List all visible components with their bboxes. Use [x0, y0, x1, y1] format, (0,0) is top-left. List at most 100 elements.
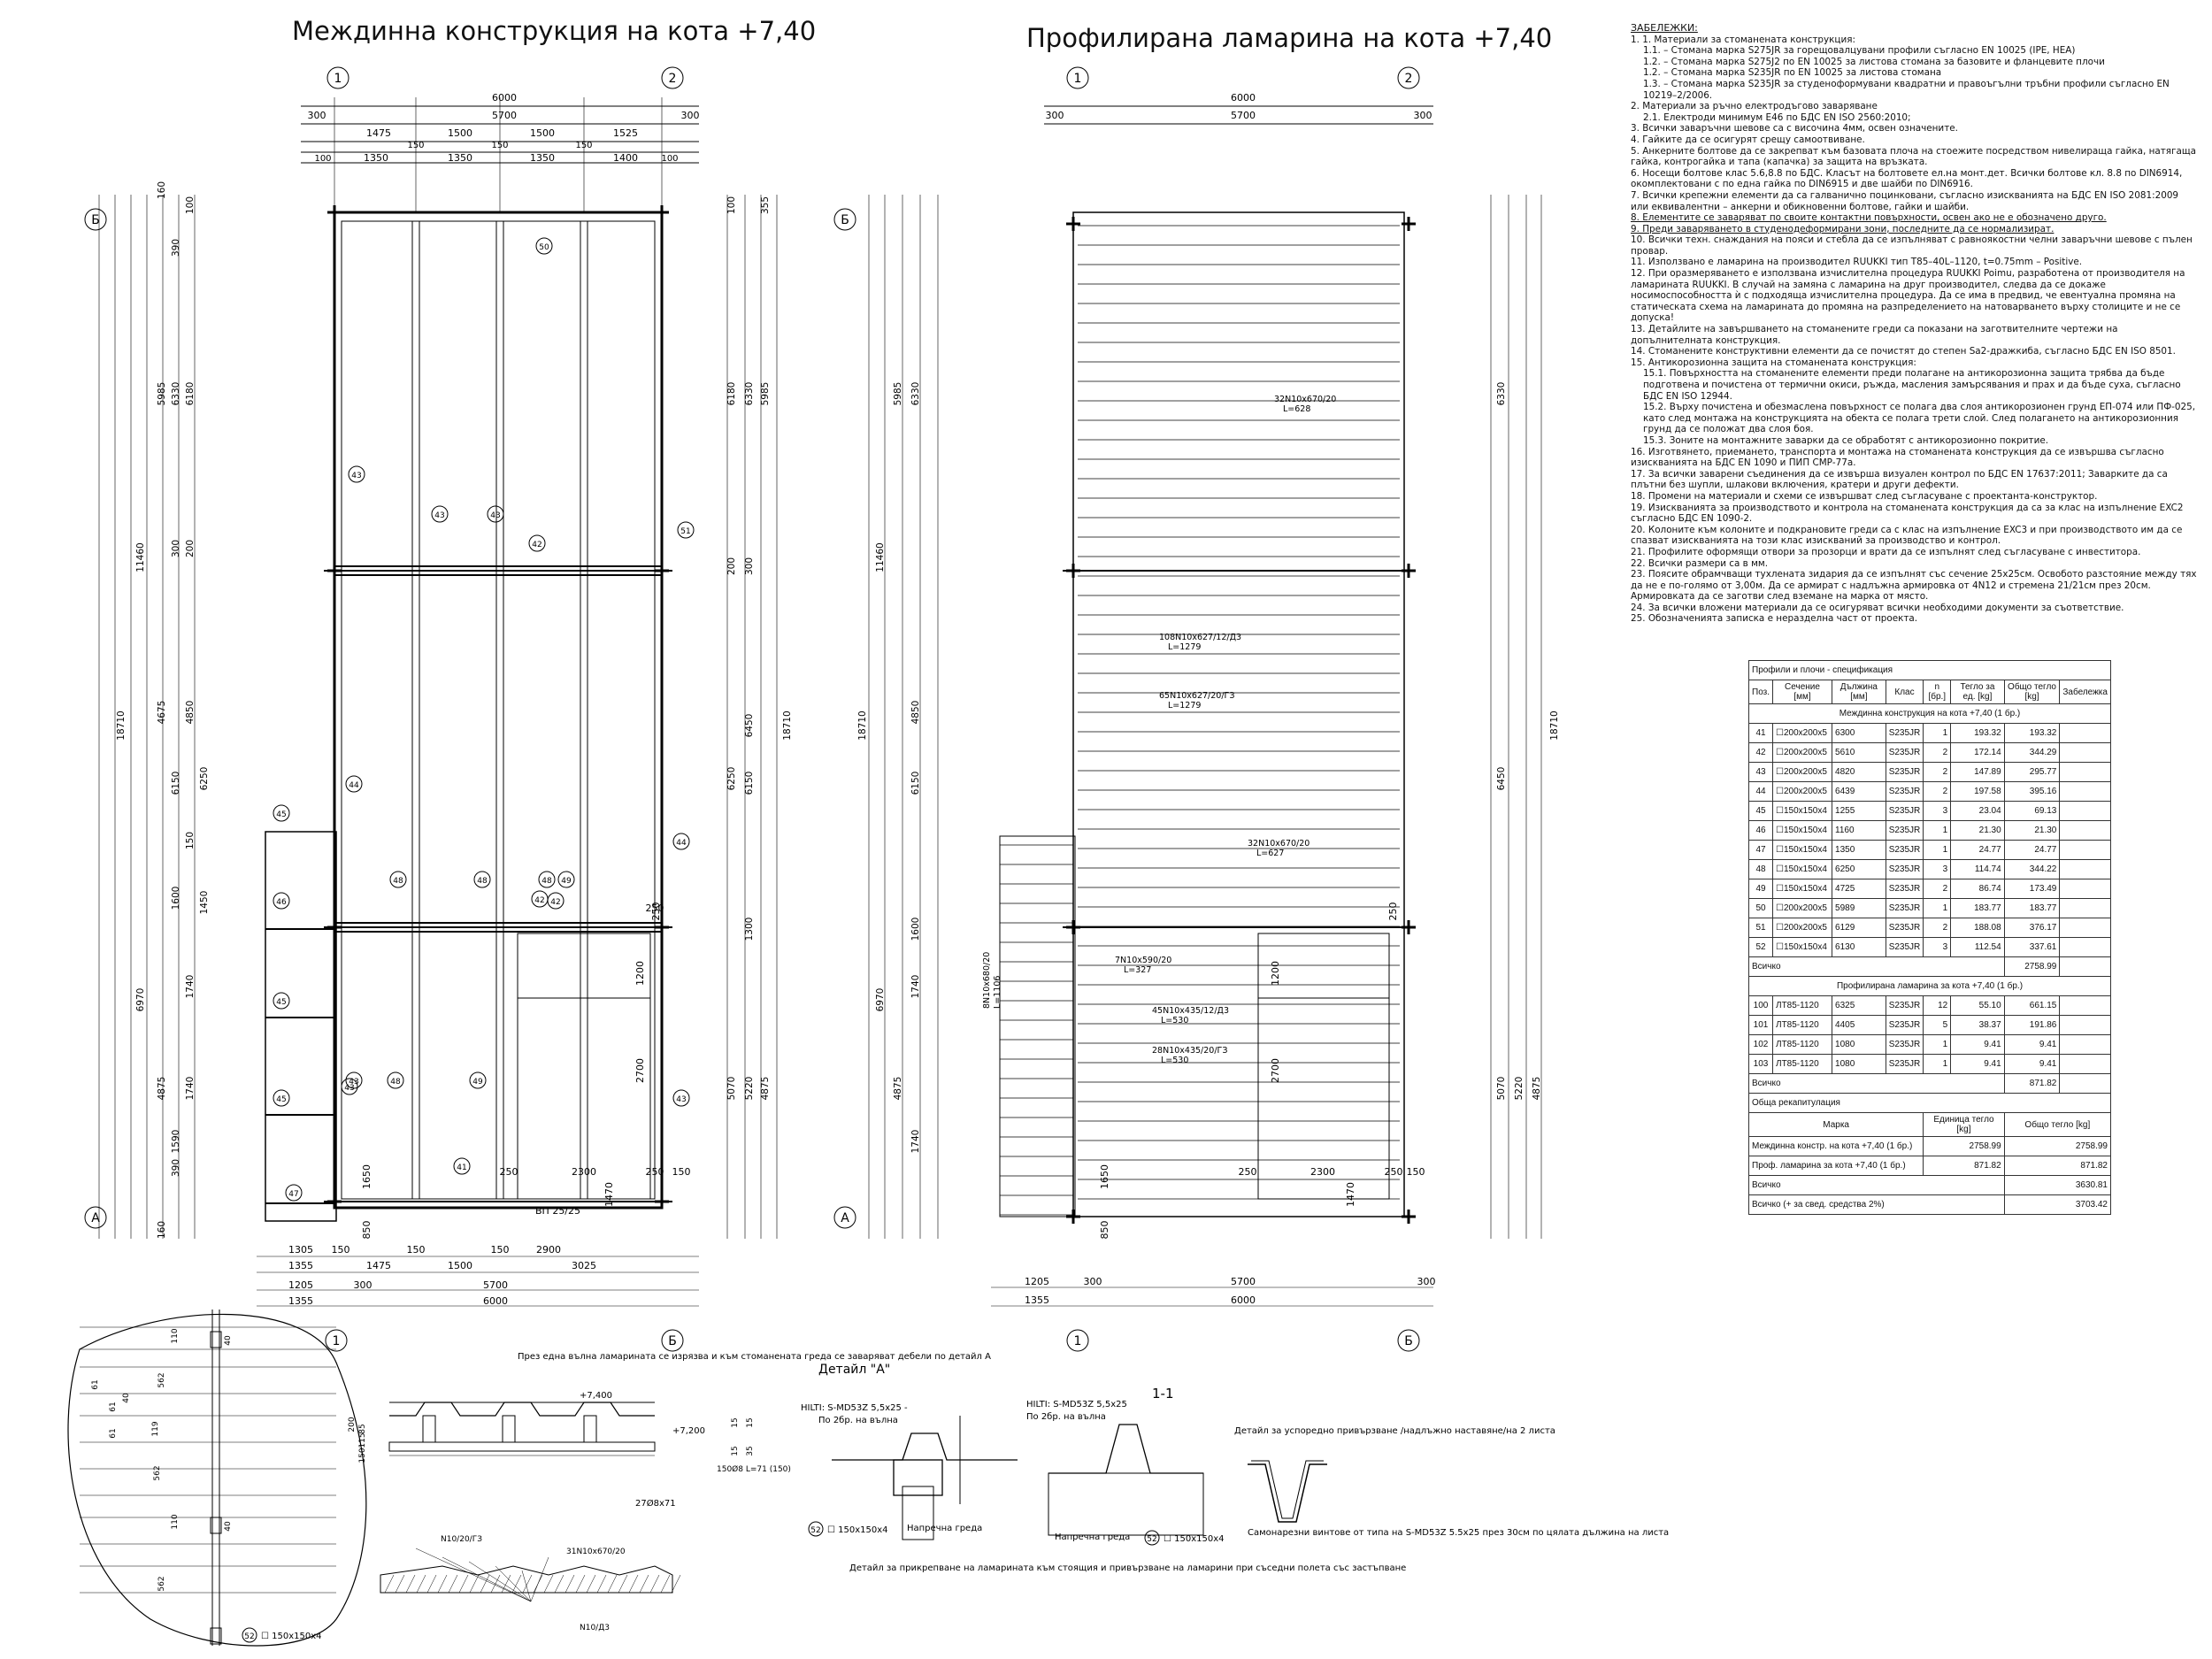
deck-profile-a: [832, 1432, 1018, 1461]
spec-cell: 3: [1923, 937, 1952, 957]
dim-text: 40: [224, 1335, 233, 1346]
dim-text: 4850: [185, 701, 196, 725]
note-line: 25. Обозначенията записка е неразделна ч…: [1631, 613, 1918, 625]
spec-cell: 48: [1748, 859, 1773, 879]
spec-cell: ☐150x150x4: [1771, 820, 1833, 841]
roof-hatch: [628, 1574, 639, 1594]
dim-text: 35: [746, 1446, 755, 1455]
note-line: 1. 1. Материали за стоманената конструкц…: [1631, 34, 1856, 45]
spec-cell: S235JR: [1885, 742, 1924, 763]
dim-text: 6150: [744, 772, 755, 795]
spec-cell: 24.77: [1950, 840, 2005, 860]
dim-text: 1305: [288, 1244, 313, 1256]
spec-total: 871.82: [2003, 1073, 2061, 1094]
dim-text: 1355: [288, 1295, 313, 1307]
spec-cell: S235JR: [1885, 995, 1924, 1016]
dim-text: 100: [314, 154, 331, 164]
hilti-label: HILTI: S-MD53Z 5,5x25 -: [801, 1403, 908, 1413]
dim-text: 4875: [157, 1077, 167, 1101]
deck-outline: [1072, 211, 1405, 1217]
spec-cell: 193.32: [1950, 723, 2005, 743]
dim-text: 300: [1414, 110, 1432, 121]
spec-cell: ☐200x200x5: [1771, 898, 1833, 918]
sheet-label: 32N10x670/20: [1248, 839, 1310, 849]
dim-text: 6180: [185, 382, 196, 406]
spec-total-label: Всичко: [1748, 1073, 2005, 1094]
member-mark-label: 45: [276, 1095, 286, 1104]
note-line: 15.2. Върху почистена и обезмаслена повъ…: [1643, 402, 2196, 435]
level-mark: +7,400: [580, 1391, 612, 1401]
spec-cell: 2: [1923, 879, 1952, 899]
spec-cell: [2059, 820, 2111, 841]
spec-header: Тегло за ед. [kg]: [1950, 680, 2005, 704]
spec-cell: 51: [1748, 918, 1773, 938]
dim-text: 300: [354, 1279, 373, 1291]
spec-row: Междинна конструкция на кота +7,40 (1 бр…: [1748, 703, 2111, 724]
spec-cell: 1: [1923, 898, 1952, 918]
dim-text: 1475: [366, 127, 391, 139]
roof-hatch: [565, 1574, 575, 1594]
axis-label: 1: [333, 1334, 341, 1348]
member-mark: [273, 892, 290, 910]
beam-b: [1048, 1472, 1204, 1536]
spec-row: Профилирана ламарина за кота +7,40 (1 бр…: [1748, 976, 2111, 996]
opening: [1257, 933, 1390, 1200]
roof-hatch: [522, 1574, 533, 1594]
spec-cell: 103: [1748, 1054, 1773, 1074]
dim-text: 562: [153, 1465, 162, 1480]
dim-text: 6000: [483, 1295, 508, 1307]
spec-cell: ☐200x200x5: [1771, 918, 1833, 938]
dim-text: 5985: [760, 382, 771, 406]
dim-text: 1450: [199, 891, 210, 915]
dim-text: 1500: [448, 127, 472, 139]
roof-hatch: [607, 1574, 618, 1594]
member-mark: [677, 521, 695, 539]
member-mark-label: 43: [351, 472, 361, 480]
spec-cell: 661.15: [2003, 995, 2061, 1016]
spec-cell: ЛТ85-1120: [1771, 1054, 1833, 1074]
axis-label: 2: [1405, 72, 1413, 86]
spec-cell: 344.22: [2003, 859, 2061, 879]
dim-text: 6450: [744, 714, 755, 738]
dim-text: 2700: [634, 1058, 646, 1083]
spec-cell: [2059, 1015, 2111, 1035]
profile-label: ☐ 150x150x4: [827, 1525, 888, 1535]
deck-profile-b: [1048, 1424, 1203, 1474]
roof-hatch: [395, 1574, 405, 1594]
spec-total-label: Всичко: [1748, 1175, 2005, 1195]
spec-cell: Междинна констр. на кота +7,40 (1 бр.): [1747, 1136, 1924, 1156]
edge-detail-outline: [67, 1313, 367, 1647]
spec-cell: 46: [1748, 820, 1773, 841]
detail-note: През една вълна ламарината се изрязва и …: [518, 1352, 991, 1362]
note-line: 12. При оразмеряването е използвана изчи…: [1631, 268, 2185, 324]
member-mark: [273, 1089, 290, 1107]
spec-cell: 6300: [1832, 723, 1886, 743]
dim-text: 15: [731, 1446, 740, 1455]
dim-text: 1475: [366, 1260, 391, 1271]
dim-text: 11460: [135, 542, 146, 572]
dim-text: 6330: [744, 382, 755, 406]
dim-text: 85: [358, 1424, 367, 1433]
roof-hatch: [448, 1574, 458, 1594]
dim-text: 6450: [1496, 767, 1507, 791]
dim-text: 150: [407, 141, 424, 150]
sheet-label: 108N10x627/12/Д3: [1159, 633, 1241, 642]
dim-text: 61: [109, 1402, 118, 1411]
spec-cell: 5610: [1832, 742, 1886, 763]
sheet-length: L=1279: [1168, 642, 1201, 652]
spec-cell: 1080: [1832, 1054, 1886, 1074]
dim-text: 1600: [910, 918, 921, 941]
dim-text: 160: [157, 1221, 167, 1239]
dim-text: 160: [157, 181, 167, 199]
title-left: Междинна конструкция на кота +7,40: [292, 16, 817, 46]
dim-text: 11460: [875, 542, 886, 572]
note-line: 1.2. – Стомана марка S235JR по EN 10025 …: [1643, 67, 1942, 79]
profile-label: ☐ 150x150x4: [1164, 1534, 1225, 1544]
spec-cell: 12: [1923, 995, 1952, 1016]
spec-header: Клас: [1885, 680, 1924, 704]
spec-cell: 1255: [1832, 801, 1886, 821]
dim-text: 1740: [185, 975, 196, 999]
